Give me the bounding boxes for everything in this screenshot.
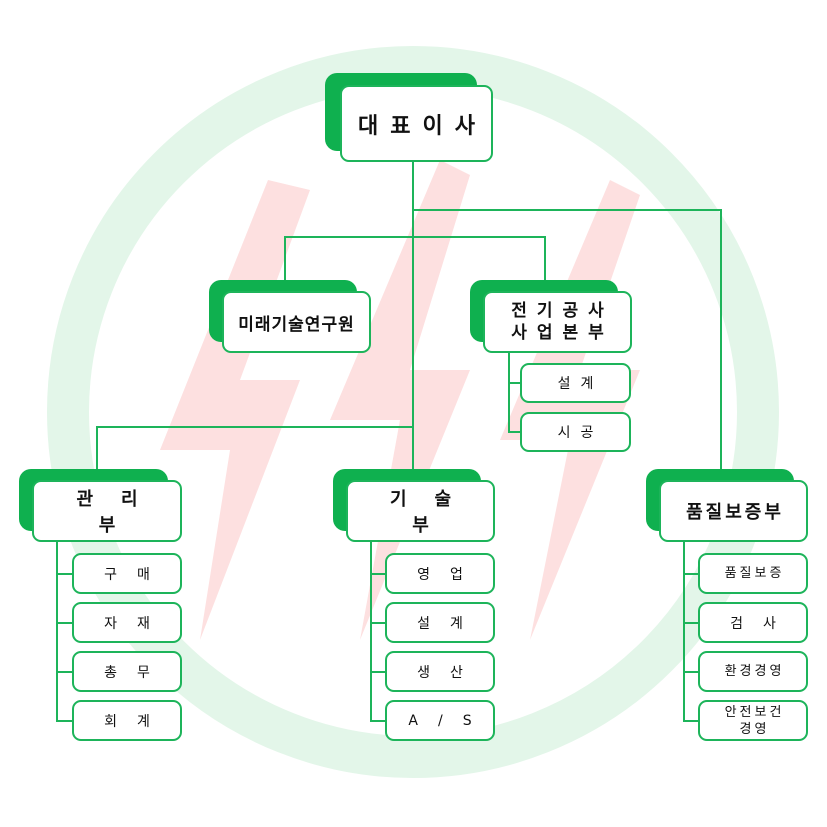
connector-line: [284, 236, 286, 294]
connector-line: [370, 720, 386, 722]
electrical-sub-box: 설계: [520, 363, 631, 403]
connector-line: [56, 720, 72, 722]
connector-line: [56, 671, 72, 673]
sub-team-box: 검사: [698, 602, 808, 643]
connector-line: [96, 426, 98, 471]
lightning-bolt-icon: [160, 180, 310, 640]
logo-ring: [47, 46, 779, 778]
lightning-bolt-icon: [330, 160, 470, 640]
connector-line: [720, 209, 722, 471]
sub-team-box: 안전보건 경영: [698, 700, 808, 741]
sub-team-box: 설계: [385, 602, 495, 643]
ceo-box: 대표이사: [340, 85, 493, 162]
connector-line: [508, 382, 520, 384]
connector-line: [370, 622, 386, 624]
connector-line: [284, 236, 546, 238]
connector-line: [96, 426, 414, 428]
connector-line: [544, 236, 546, 294]
connector-line: [683, 720, 699, 722]
department-box: 관리부: [32, 480, 182, 542]
sub-team-box: 품질보증: [698, 553, 808, 594]
lab-box: 미래기술연구원: [222, 291, 371, 353]
connector-line: [56, 573, 72, 575]
connector-line: [412, 161, 414, 471]
connector-line: [56, 622, 72, 624]
connector-line: [370, 671, 386, 673]
sub-team-box: 구매: [72, 553, 182, 594]
electrical-sub-box: 시공: [520, 412, 631, 452]
sub-team-box: A/S: [385, 700, 495, 741]
sub-team-box: 회계: [72, 700, 182, 741]
sub-team-box: 총무: [72, 651, 182, 692]
connector-line: [683, 573, 699, 575]
connector-line: [508, 431, 520, 433]
electrical-hq-box: 전기공사 사업본부: [483, 291, 632, 353]
lightning-bolt-icon: [500, 180, 640, 640]
connector-line: [370, 540, 372, 722]
connector-line: [683, 622, 699, 624]
connector-line: [683, 671, 699, 673]
connector-line: [370, 573, 386, 575]
connector-line: [683, 540, 685, 722]
sub-team-box: 생산: [385, 651, 495, 692]
department-box: 기술부: [346, 480, 495, 542]
sub-team-box: 자재: [72, 602, 182, 643]
connector-line: [56, 540, 58, 722]
department-box: 품질보증부: [659, 480, 808, 542]
sub-team-box: 영업: [385, 553, 495, 594]
connector-line: [508, 352, 510, 432]
connector-line: [413, 209, 722, 211]
sub-team-box: 환경경영: [698, 651, 808, 692]
